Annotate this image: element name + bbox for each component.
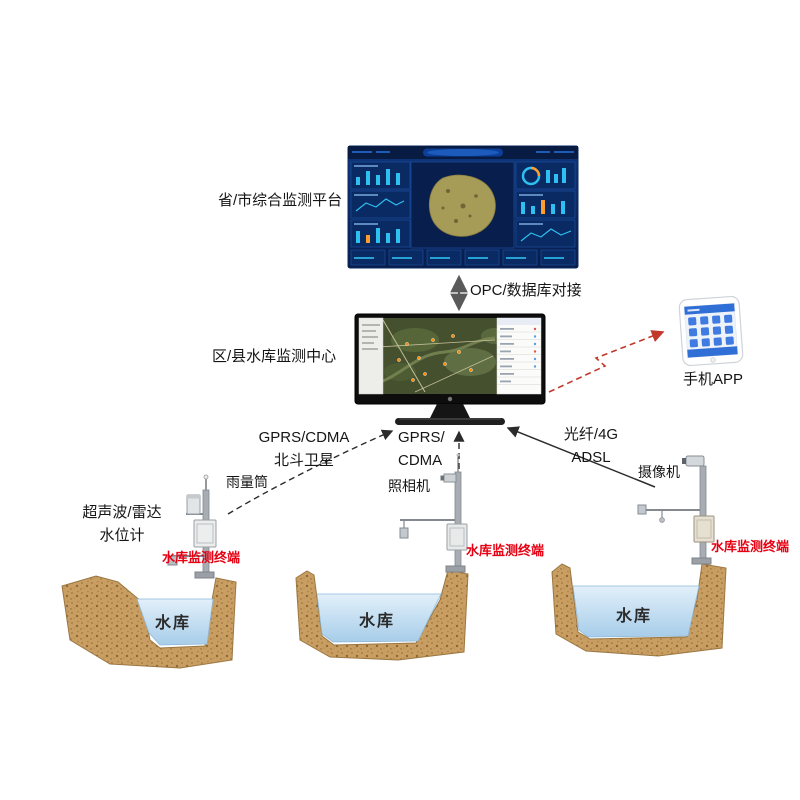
phone-app-grid	[688, 314, 734, 348]
phone-footer-bar	[687, 346, 738, 358]
station-left	[167, 474, 217, 579]
boom-sensor-right	[637, 504, 647, 515]
dashboard-right-panels	[515, 161, 576, 248]
monitor-data-table	[496, 317, 542, 395]
cctv-camera-device	[685, 455, 705, 467]
reservoir-left	[61, 575, 237, 669]
station-pole-right	[699, 465, 707, 559]
label-left-uplink-line1: GPRS/CDMA	[258, 429, 350, 446]
station-middle	[399, 453, 468, 573]
reservoir-soil-middle	[295, 569, 469, 661]
station-base-right	[691, 557, 712, 565]
phone-home-button	[710, 357, 716, 363]
gprs-left-arrow	[227, 429, 394, 515]
station-pole-middle	[454, 471, 462, 567]
label-mid-uplink-line1: GPRS/	[398, 429, 445, 446]
dashboard-map	[410, 161, 515, 249]
dashboard-title-glow	[427, 149, 499, 156]
reservoir-water-middle	[316, 593, 442, 643]
monitor	[354, 313, 546, 425]
station-base-middle	[445, 565, 466, 573]
station-right	[637, 455, 715, 565]
label-video-camera: 摄像机	[638, 464, 680, 480]
label-mid-uplink: GPRS/ CDMA	[398, 427, 445, 472]
boom-sensor-middle	[399, 527, 409, 539]
water-level-sensor	[167, 555, 178, 566]
label-reservoir-right: 水库	[616, 608, 653, 625]
monitor-logo	[447, 396, 453, 402]
label-water-level-line1: 超声波/雷达	[82, 504, 162, 521]
reservoir-middle	[295, 569, 469, 661]
dashboard-left-panels	[350, 161, 411, 248]
label-still-camera: 照相机	[388, 478, 430, 494]
label-platform: 省/市综合监测平台	[218, 192, 343, 209]
terminal-cabinet-middle	[446, 523, 468, 551]
monitor-stand	[430, 404, 470, 418]
label-right-uplink-line2: ADSL	[571, 448, 611, 466]
label-opc-link: OPC/数据库对接	[470, 282, 582, 299]
label-phone-app: 手机APP	[682, 371, 743, 388]
label-water-level: 超声波/雷达 水位计	[72, 502, 172, 547]
monitor-map-markers	[397, 334, 473, 382]
phone-header-bar	[684, 303, 735, 315]
phone	[678, 295, 744, 367]
label-reservoir-left: 水库	[155, 615, 192, 632]
label-right-uplink: 光纤/4G ADSL	[556, 424, 626, 469]
label-rain-gauge: 雨量筒	[226, 474, 268, 490]
fiber-arrow	[506, 426, 656, 488]
label-reservoir-middle: 水库	[359, 613, 396, 630]
label-right-uplink-line1: 光纤/4G	[563, 426, 619, 443]
reservoir-water-left	[136, 598, 214, 646]
dashboard-screen	[347, 145, 579, 269]
label-monitor-center: 区/县水库监测中心	[212, 348, 337, 365]
label-terminal-middle: 水库监测终端	[466, 543, 545, 558]
monitor-layers-panel	[358, 317, 384, 395]
label-left-uplink: GPRS/CDMA 北斗卫星	[256, 427, 352, 472]
label-water-level-line2: 水位计	[99, 526, 145, 544]
reservoir-water-right	[572, 585, 700, 638]
dashboard-bottom-panels	[350, 249, 576, 266]
reservoir-right	[551, 563, 727, 657]
arrows	[227, 274, 665, 515]
reservoir-soil-right	[551, 563, 727, 657]
terminal-cabinet-left	[193, 519, 217, 548]
phone-link-arrow	[548, 330, 665, 393]
label-mid-uplink-line2: CDMA	[398, 451, 443, 469]
station-base-left	[194, 571, 215, 579]
terminal-cabinet-right	[693, 515, 715, 543]
camera-device	[443, 473, 457, 483]
label-terminal-left: 水库监测终端	[162, 550, 241, 565]
label-terminal-right: 水库监测终端	[711, 539, 790, 554]
label-left-uplink-line2: 北斗卫星	[273, 451, 334, 469]
